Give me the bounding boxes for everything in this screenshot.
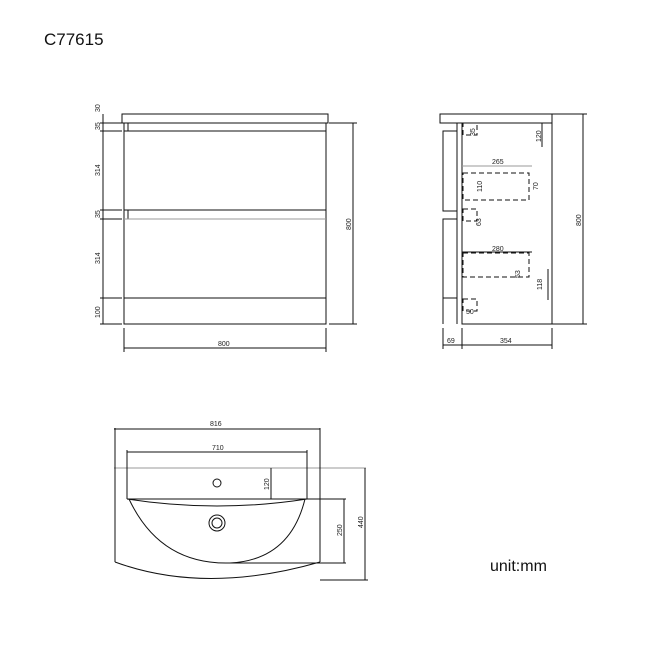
dim-outer-width: 816 [210,421,222,428]
dim-height: 800 [346,218,353,230]
dim-door: 69 [447,338,455,345]
unit-label: unit:mm [490,558,547,575]
dim-inner-width: 710 [212,445,224,452]
product-code: C77615 [44,30,104,49]
dim-depth: 354 [500,338,512,345]
dim-d5: 70 [533,182,540,190]
dim-plinth: 100 [95,306,102,318]
dim-d7: 280 [492,246,504,253]
dim-top: 30 [95,104,102,112]
drain-icon [208,514,226,532]
dim-rail2: 35 [95,210,102,218]
dim-d6: 63 [476,218,483,226]
dim-d2: 120 [536,130,543,142]
dim-d9: 118 [537,279,544,290]
dim-deck: 120 [264,478,271,490]
dim-width: 800 [218,341,230,348]
dim-drawer1: 314 [95,164,102,176]
dim-rail1: 35 [95,122,102,130]
front-view: 30 35 314 35 314 100 800 800 [95,104,357,352]
dim-d1: 35 [470,128,477,136]
side-view: 35 120 265 110 70 63 280 53 118 50 800 6… [439,113,587,349]
dim-d8: 53 [515,270,522,278]
dim-drawer2: 314 [95,252,102,264]
dim-d10: 50 [466,309,474,316]
tap-hole-icon [212,478,222,488]
dim-basin-depth: 440 [358,516,365,528]
dim-side-height: 800 [576,214,583,226]
dim-d4: 110 [477,181,484,192]
dim-d3: 265 [492,159,504,166]
dim-bowl: 250 [337,524,344,536]
basin-top-view: 816 710 120 250 440 [114,421,368,581]
